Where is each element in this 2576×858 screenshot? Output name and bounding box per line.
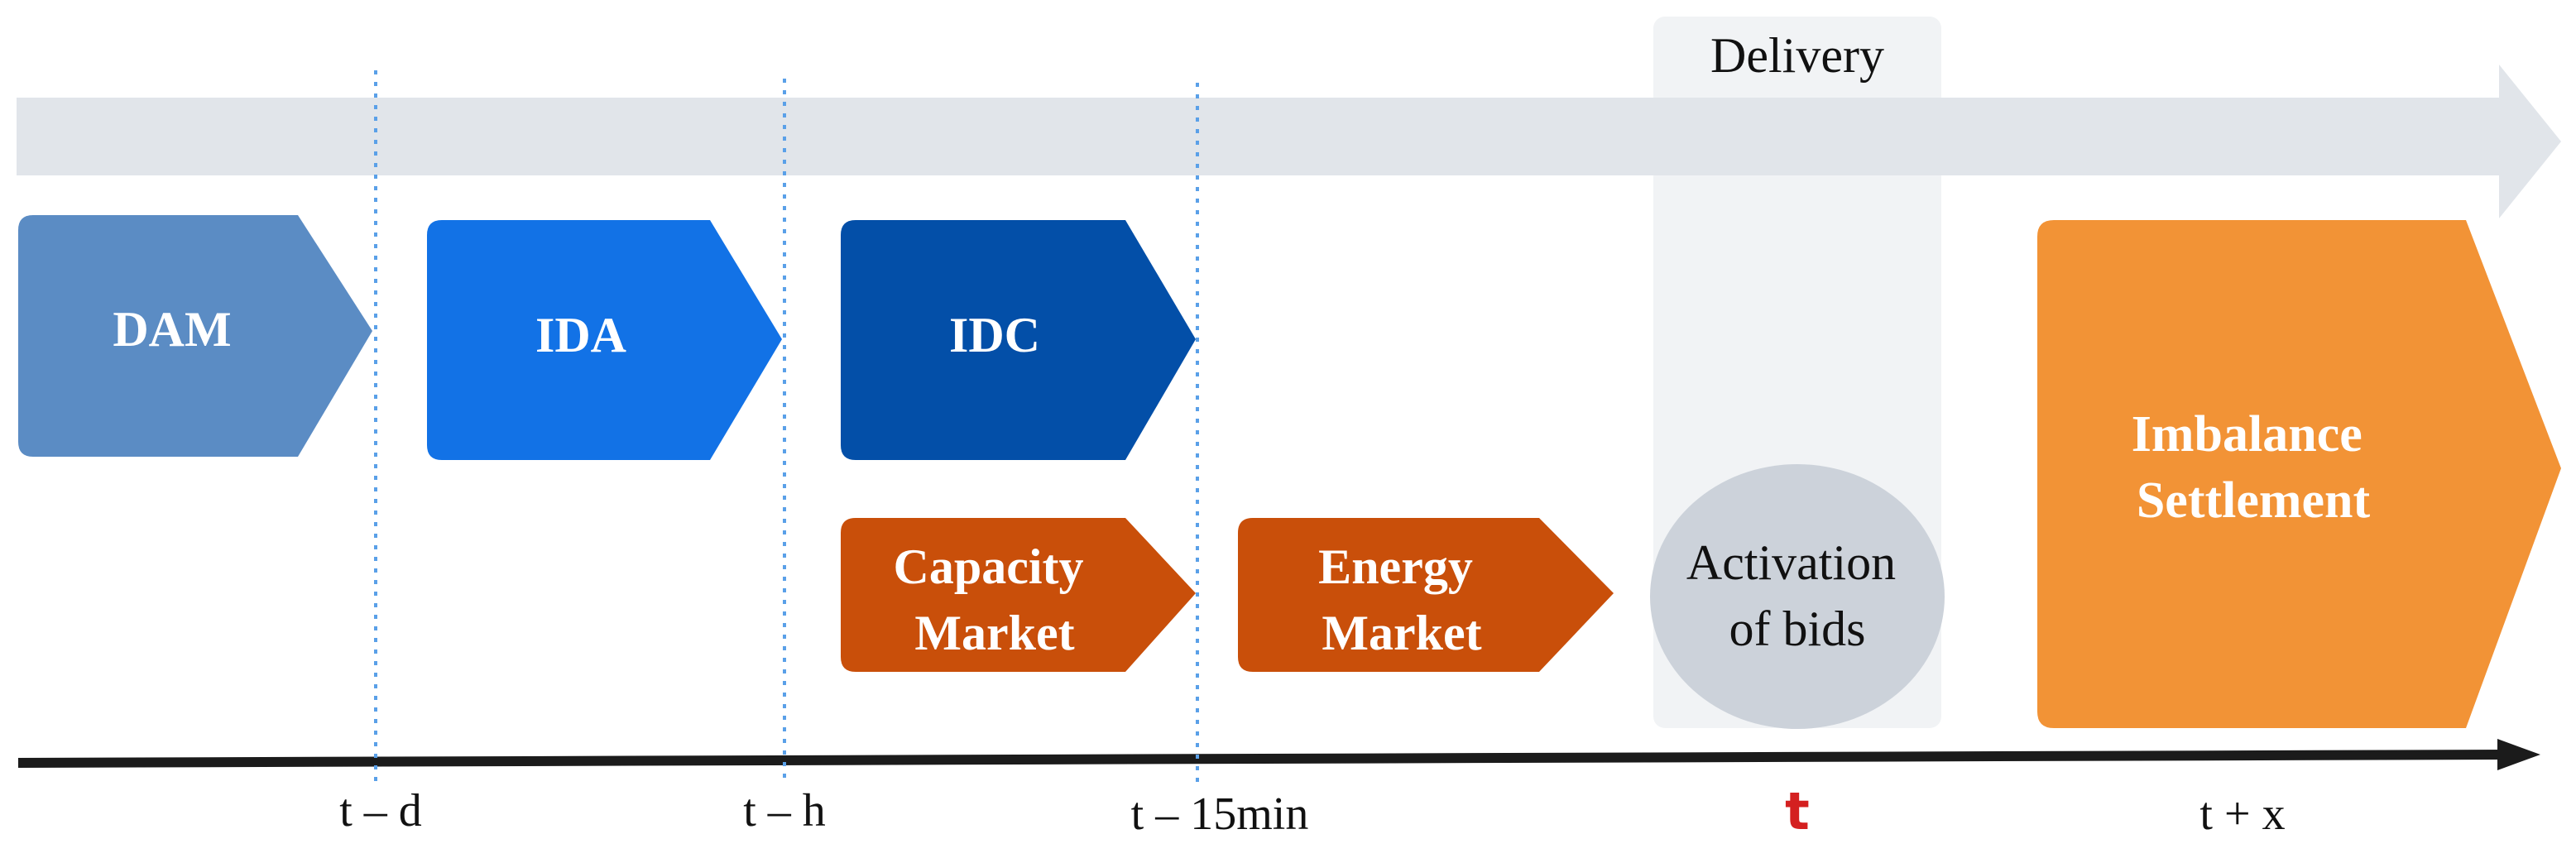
imbalance-settlement-label: Imbalance Settlement xyxy=(2132,406,2376,529)
capacity-market-label: Capacity Market xyxy=(894,539,1096,660)
tick-label-t-minus-15min: t – 15min xyxy=(1131,788,1309,840)
capacity-market-line-1: Capacity xyxy=(894,539,1084,594)
capacity-market-line-2: Market xyxy=(914,606,1074,660)
dam-label: DAM xyxy=(113,302,231,357)
imbalance-settlement-box xyxy=(2037,220,2561,728)
delivery-label: Delivery xyxy=(1710,28,1884,83)
energy-market-box xyxy=(1238,518,1614,672)
activation-of-bids-label: Activation of bids xyxy=(1686,535,1908,656)
energy-market-line-2: Market xyxy=(1322,606,1481,660)
tick-label-t: t xyxy=(1785,781,1810,841)
dam-box xyxy=(18,215,372,457)
tick-label-t-minus-h: t – h xyxy=(743,785,826,836)
capacity-market-box xyxy=(841,518,1196,672)
idc-label: IDC xyxy=(949,308,1040,362)
tick-label-t-minus-d: t – d xyxy=(339,785,422,836)
time-axis xyxy=(17,750,2508,768)
idc-box xyxy=(841,220,1196,460)
top-timeline-arrow xyxy=(17,65,2561,218)
energy-market-label: Energy Market xyxy=(1318,539,1485,660)
energy-market-line-1: Energy xyxy=(1318,539,1473,594)
time-axis-arrowhead xyxy=(2497,739,2540,770)
tick-label-t-plus-x: t + x xyxy=(2199,788,2285,840)
imbalance-line-1: Imbalance xyxy=(2132,406,2363,463)
ida-box xyxy=(427,220,782,460)
ida-label: IDA xyxy=(535,308,626,362)
activation-line-1: Activation xyxy=(1686,535,1896,590)
imbalance-line-2: Settlement xyxy=(2137,472,2371,529)
activation-of-bids-circle xyxy=(1650,464,1945,729)
activation-line-2: of bids xyxy=(1729,602,1866,656)
